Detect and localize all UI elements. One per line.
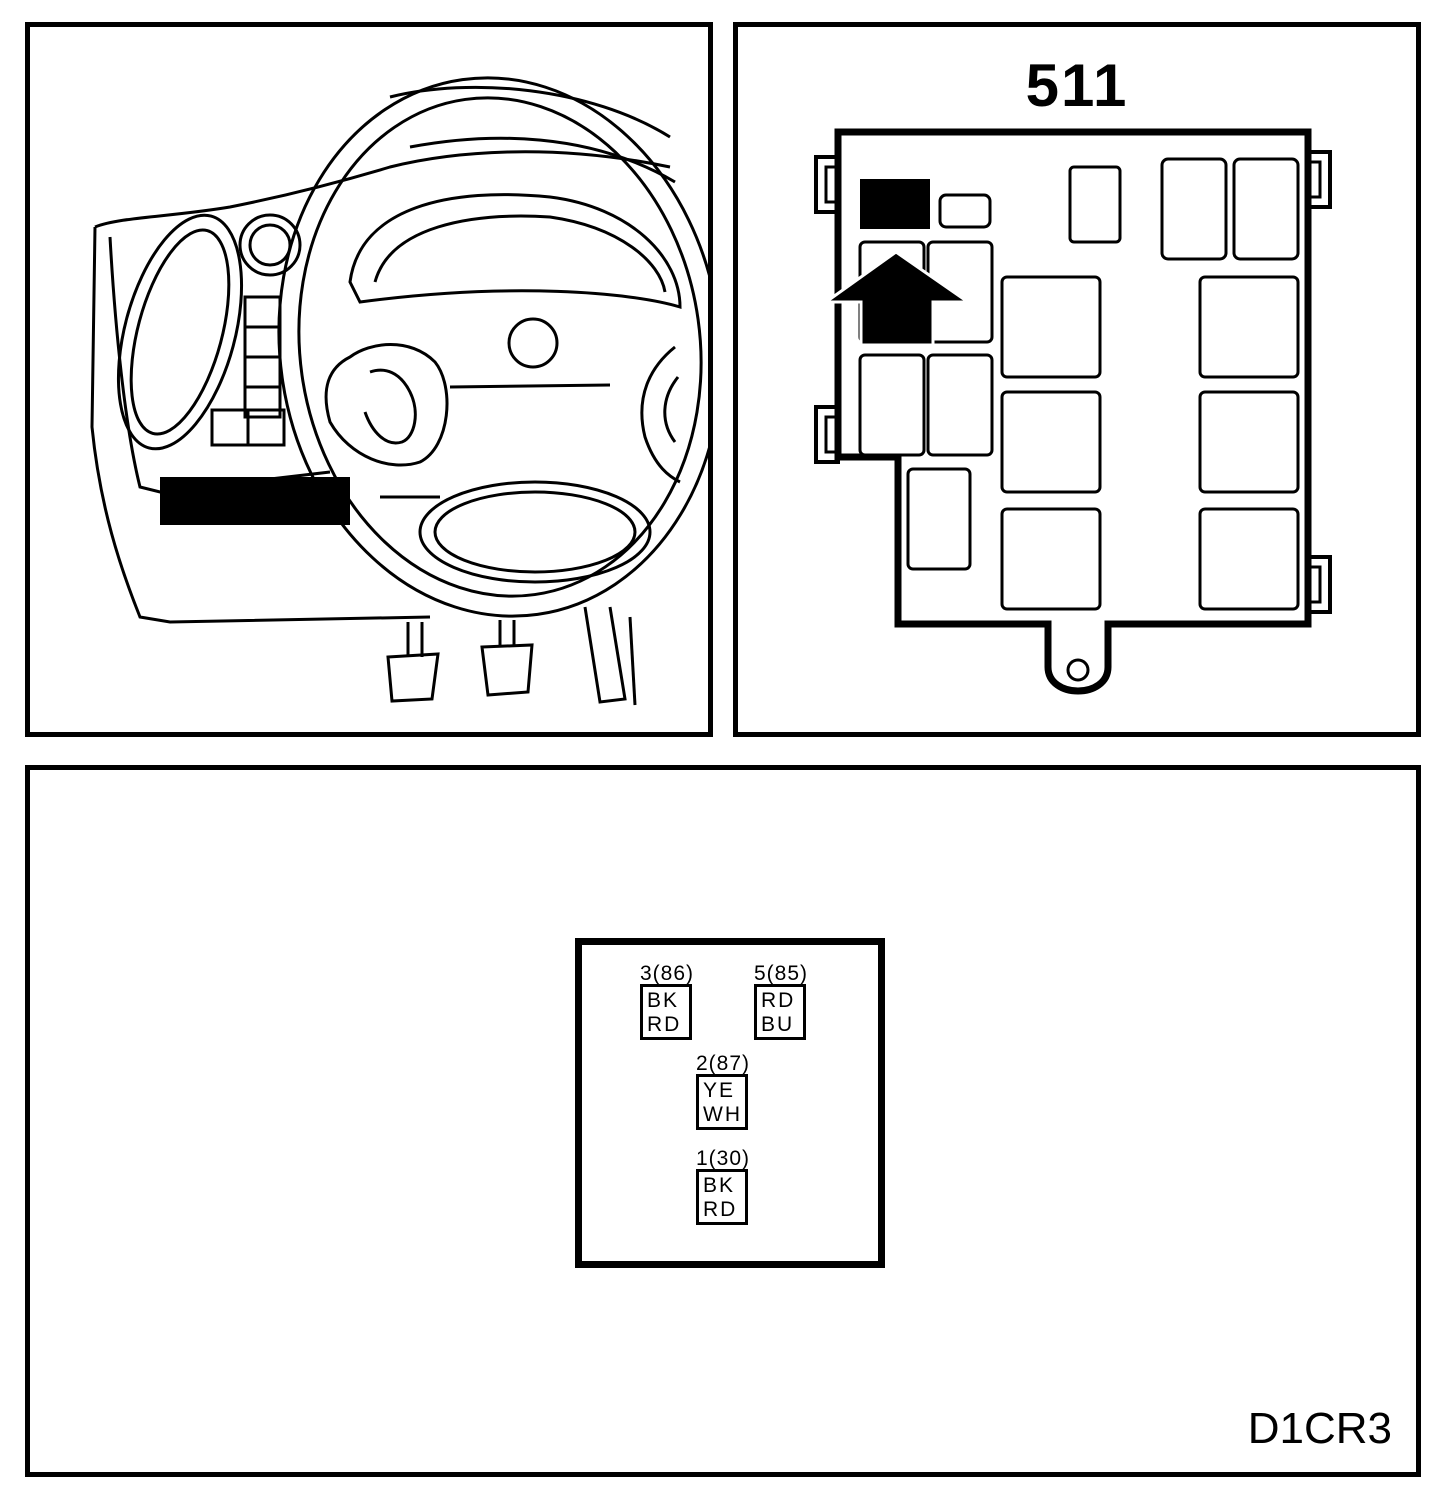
wire-color-primary: RD bbox=[761, 989, 796, 1012]
pin-3: 3(86) BK RD bbox=[640, 963, 694, 1040]
pin-wire-box: BK RD bbox=[696, 1169, 748, 1225]
diagram-code: D1CR3 bbox=[1247, 1404, 1392, 1453]
wire-color-stripe: RD bbox=[703, 1198, 738, 1221]
pin-label: 5(85) bbox=[754, 962, 809, 985]
fuse-box-illustration bbox=[814, 128, 1332, 695]
wire-color-stripe: WH bbox=[703, 1103, 742, 1126]
dashboard-location-panel bbox=[25, 22, 713, 737]
pin-5: 5(85) RD BU bbox=[754, 963, 808, 1040]
wire-color-stripe: RD bbox=[647, 1013, 682, 1036]
fuse-box-title: 511 bbox=[1025, 52, 1129, 119]
pin-wire-box: YE WH bbox=[696, 1074, 748, 1130]
pin-1: 1(30) BK RD bbox=[696, 1148, 750, 1225]
dashboard-illustration bbox=[90, 76, 708, 706]
wire-color-stripe: BU bbox=[761, 1013, 795, 1036]
wire-color-primary: BK bbox=[703, 1174, 736, 1197]
fuse-box-panel: 511 bbox=[733, 22, 1421, 737]
wire-color-primary: YE bbox=[703, 1079, 736, 1102]
pin-wire-box: BK RD bbox=[640, 984, 692, 1040]
wire-color-primary: BK bbox=[647, 989, 680, 1012]
pin-label: 2(87) bbox=[696, 1052, 751, 1075]
pin-label: 1(30) bbox=[696, 1147, 751, 1170]
pin-2: 2(87) YE WH bbox=[696, 1053, 750, 1130]
connector-panel: 3(86) BK RD 5(85) RD BU 2(87) YE WH 1(30… bbox=[25, 765, 1421, 1477]
pin-wire-box: RD BU bbox=[754, 984, 806, 1040]
relay-connector-face: 3(86) BK RD 5(85) RD BU 2(87) YE WH 1(30… bbox=[575, 938, 885, 1268]
pin-label: 3(86) bbox=[640, 962, 695, 985]
